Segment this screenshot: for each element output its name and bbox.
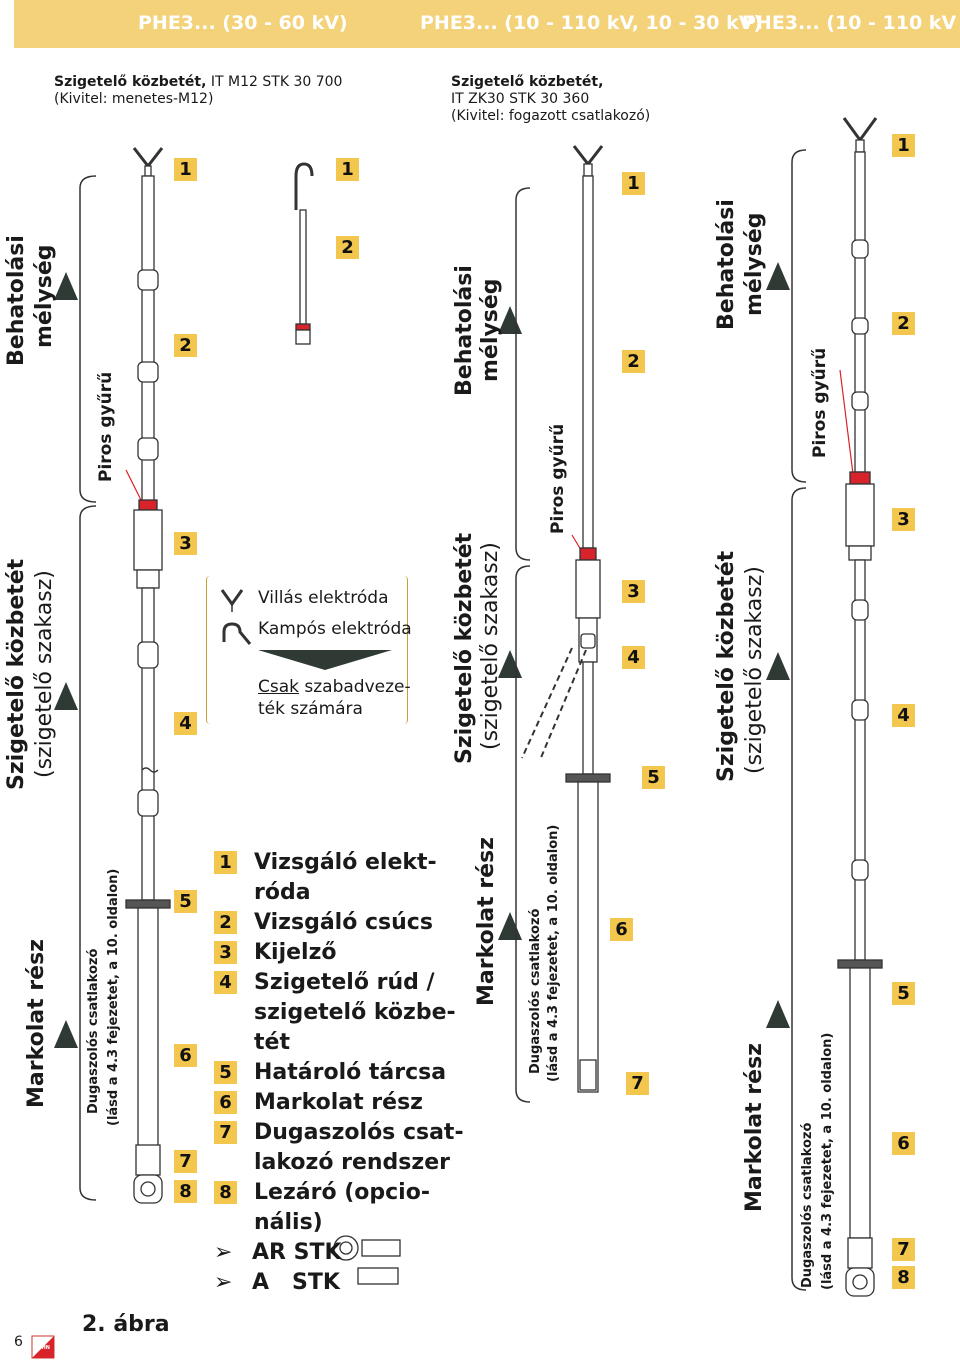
- col2-insert-label-1: Szigetelő közbetét: [452, 532, 477, 764]
- badge-7: 7: [174, 1150, 197, 1173]
- header-col1: PHE3... (30 - 60 kV): [138, 12, 348, 34]
- col2-badge-5: 5: [642, 766, 665, 789]
- col3-ring-label: Piros gyűrű: [810, 347, 830, 458]
- col1-insert-label-2: (szigetelő szakasz): [32, 570, 57, 778]
- connector-icons: [333, 1235, 401, 1285]
- col2-badge-4: 4: [622, 646, 645, 669]
- col3-badge-8: 8: [892, 1266, 915, 1289]
- logo-text: DEHN: [34, 1345, 50, 1351]
- badge-8: 8: [174, 1180, 197, 1203]
- col2-badge-2: 2: [622, 350, 645, 373]
- col2-plug-label-1: Dugaszolós csatlakozó: [528, 908, 543, 1074]
- col3-badge-1: 1: [892, 134, 915, 157]
- col2-badge-7: 7: [626, 1072, 649, 1095]
- col2-depth-label-2: mélység: [478, 278, 503, 383]
- col1-ring-label: Piros gyűrű: [96, 371, 116, 482]
- hook-electrode-label: Kampós elektróda: [258, 619, 412, 639]
- brackets: [79, 149, 807, 1291]
- note-free-line: Csak szabadveze- ték számára: [258, 677, 411, 719]
- bullet-a-stk: ➢A STK: [214, 1268, 464, 1298]
- col1-depth-label-2: mélység: [32, 244, 57, 349]
- col3-badge-7: 7: [892, 1238, 915, 1261]
- electrode-icons: [220, 589, 252, 645]
- page-number: 6: [14, 1334, 23, 1350]
- header-band: PHE3... (30 - 60 kV) PHE3... (10 - 110 k…: [14, 0, 960, 48]
- col2-badge-6: 6: [610, 918, 633, 941]
- bullet-arrow-icon: ➢: [214, 1270, 233, 1295]
- badge-3: 3: [174, 532, 197, 555]
- header-col2: PHE3... (10 - 110 kV, 10 - 30 kV): [420, 12, 763, 34]
- col2-insert-label-2: (szigetelő szakasz): [478, 542, 503, 750]
- arrow-triangle: [258, 650, 392, 670]
- col1-depth-label-1: Behatolási: [4, 235, 29, 366]
- badge-hook-2: 2: [336, 236, 359, 259]
- badge-2: 2: [174, 334, 197, 357]
- col2-ring-label: Piros gyűrű: [548, 423, 568, 534]
- figure-caption: 2. ábra: [82, 1312, 170, 1337]
- bullet-ar-stk: ➢AR STK: [214, 1238, 464, 1268]
- col1-handle-label: Markolat rész: [24, 939, 49, 1108]
- col2-plug-label-2: (lásd a 4.3 fejezetet, a 10. oldalon): [546, 824, 561, 1082]
- bullet-arrow-icon: ➢: [214, 1240, 233, 1265]
- col3-badge-3: 3: [892, 508, 915, 531]
- col2-badge-1: 1: [622, 172, 645, 195]
- col1-pole: [125, 147, 171, 1204]
- col3-badge-5: 5: [892, 982, 915, 1005]
- fork-electrode-label: Villás elektróda: [258, 588, 389, 608]
- col1-caption: Szigetelő közbetét, IT M12 STK 30 700 (K…: [54, 74, 343, 107]
- col1-plug-label-2: (lásd a 4.3 fejezetet, a 10. oldalon): [106, 868, 121, 1126]
- col3-badge-6: 6: [892, 1132, 915, 1155]
- col3-handle-label: Markolat rész: [742, 1043, 767, 1212]
- badge-1: 1: [174, 158, 197, 181]
- col2-pole: [521, 145, 611, 1093]
- col1-plug-label-1: Dugaszolós csatlakozó: [86, 948, 101, 1114]
- badge-hook-1: 1: [336, 158, 359, 181]
- col3-insert-label-1: Szigetelő közbetét: [714, 550, 739, 782]
- col3-pole: [837, 117, 883, 1297]
- col2-handle-label: Markolat rész: [474, 837, 499, 1006]
- col3-depth-label-1: Behatolási: [714, 199, 739, 330]
- col2-badge-3: 3: [622, 580, 645, 603]
- col2-caption: Szigetelő közbetét, IT ZK30 STK 30 360 (…: [451, 74, 651, 124]
- col1-insert-label-1: Szigetelő közbetét: [4, 558, 29, 790]
- header-col3: PHE3... (10 - 110 kV: [742, 12, 957, 34]
- col2-depth-label-1: Behatolási: [452, 265, 477, 396]
- hook-electrode: [294, 162, 314, 345]
- badge-4: 4: [174, 712, 197, 735]
- col3-plug-label-1: Dugaszolós csatlakozó: [800, 1122, 815, 1288]
- col3-depth-label-2: mélység: [742, 212, 767, 317]
- col3-badge-2: 2: [892, 312, 915, 335]
- col3-insert-label-2: (szigetelő szakasz): [742, 566, 767, 774]
- badge-5: 5: [174, 890, 197, 913]
- col3-plug-label-2: (lásd a 4.3 fejezetet, a 10. oldalon): [820, 1032, 835, 1290]
- badge-6: 6: [174, 1044, 197, 1067]
- electrode-box: [206, 576, 408, 724]
- dehn-logo: [31, 1335, 55, 1359]
- col3-badge-4: 4: [892, 704, 915, 727]
